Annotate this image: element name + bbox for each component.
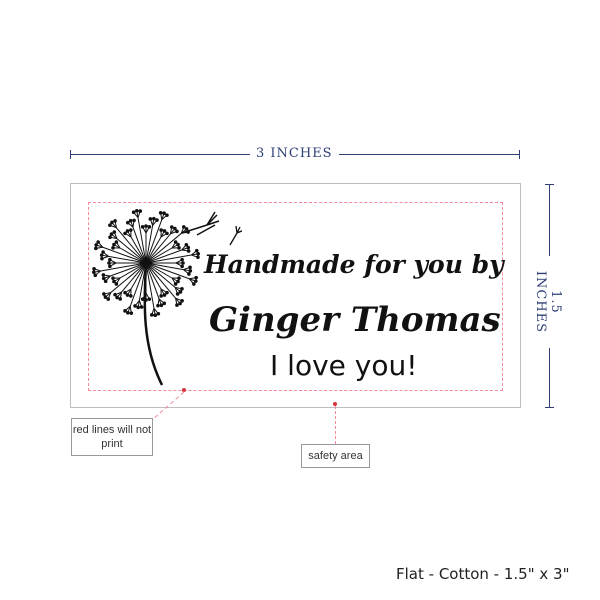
width-dim-label: 3 INCHES: [250, 146, 339, 161]
width-dim-tick-right: [519, 150, 520, 159]
label-line-2: Ginger Thomas: [209, 300, 501, 340]
height-dim-label: 1.5 INCHES: [533, 256, 563, 348]
safety-area-outline: [88, 202, 503, 391]
safety-area-marker: [333, 402, 337, 406]
red-lines-callout: red lines will not print: [71, 418, 153, 456]
safety-area-callout: safety area: [301, 444, 370, 468]
safety-area-leader: [335, 406, 336, 444]
label-line-3: I love you!: [270, 349, 418, 382]
red-lines-marker: [182, 388, 186, 392]
height-dim-tick-bottom: [545, 407, 554, 408]
label-line-1: Handmade for you by: [204, 250, 504, 279]
product-caption: Flat - Cotton - 1.5" x 3": [396, 565, 570, 583]
red-lines-leader: [151, 391, 185, 421]
dandelion-icon: [92, 209, 242, 386]
